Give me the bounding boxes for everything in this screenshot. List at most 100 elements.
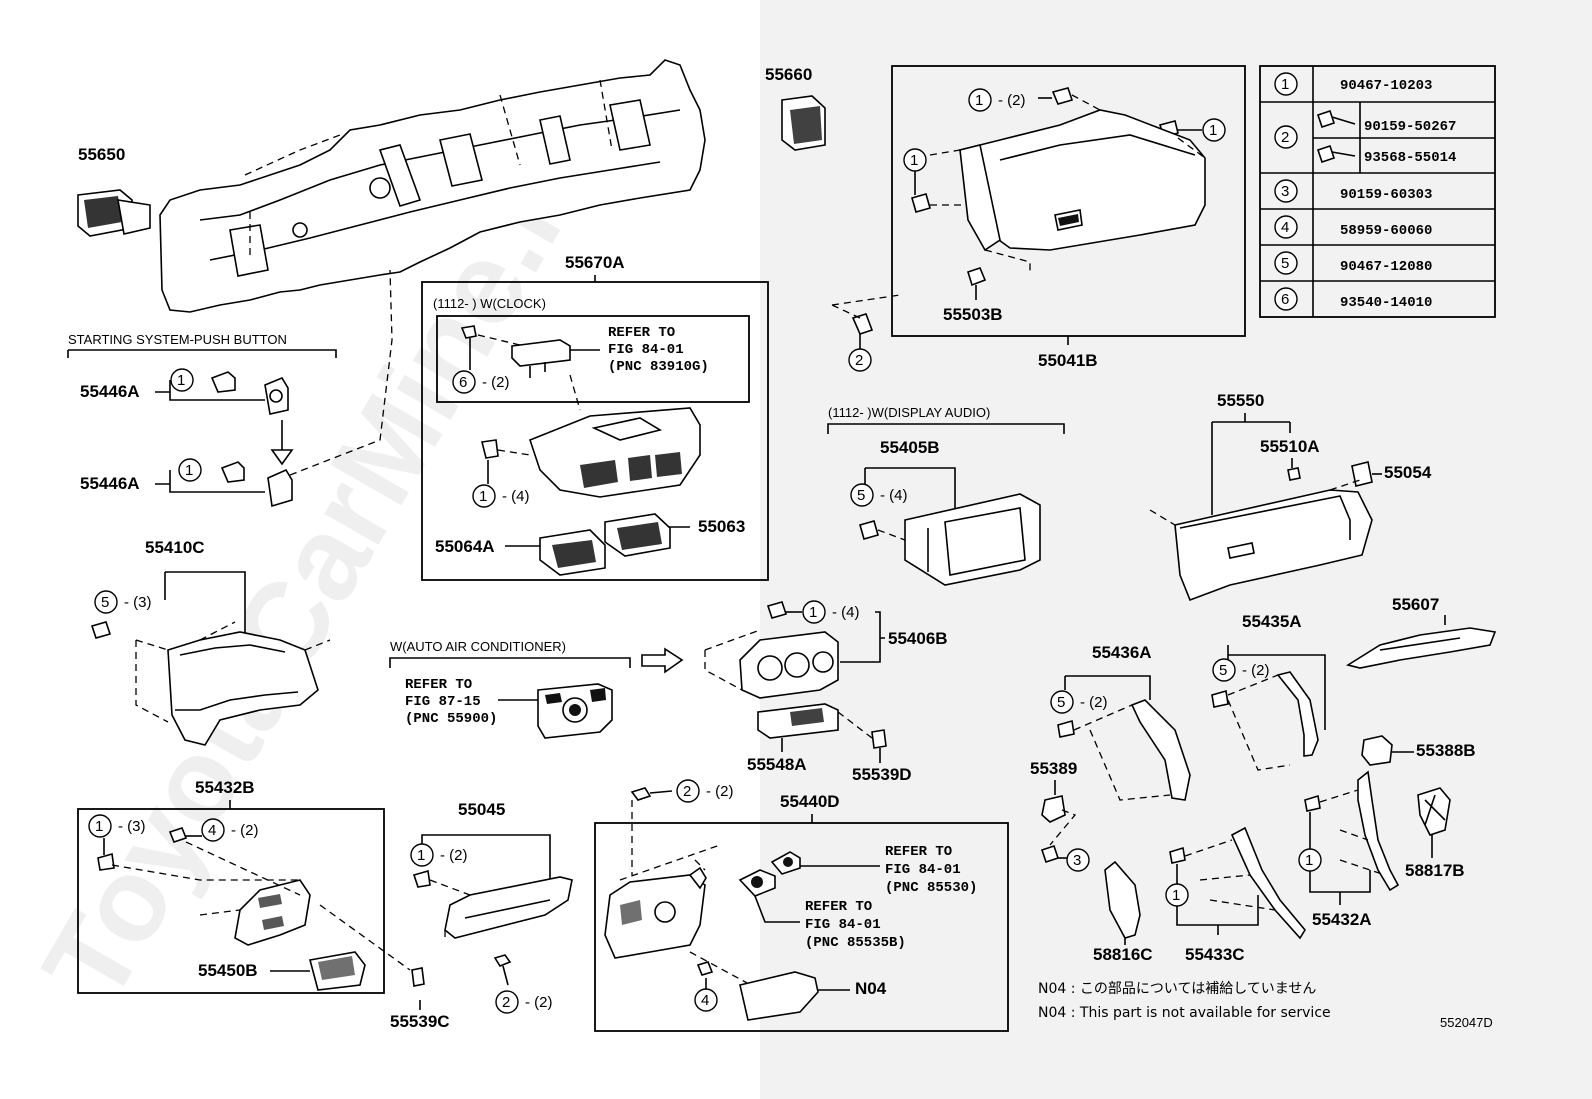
callout-5: 5: [1057, 694, 1065, 711]
part-55436a-garnish[interactable]: [1130, 699, 1191, 801]
part-screw-2c[interactable]: [851, 313, 874, 335]
label-55064a: 55064A: [435, 537, 495, 556]
part-55041b-glove-door[interactable]: [959, 109, 1206, 252]
instrument-panel-reinforcement: [159, 59, 706, 313]
part-clip-1h[interactable]: [1304, 794, 1321, 812]
part-55650[interactable]: [77, 189, 151, 237]
group-clock: [436, 315, 750, 403]
label-55446a-lower: 55446A: [80, 474, 140, 493]
label-55406b: 55406B: [888, 629, 948, 648]
part-clock[interactable]: [511, 339, 571, 378]
part-55063[interactable]: [604, 513, 671, 557]
part-55064a[interactable]: [539, 529, 606, 576]
part-55510a[interactable]: [1287, 467, 1301, 481]
qty: - (3): [124, 594, 152, 611]
callout-2: 2: [683, 783, 691, 800]
part-55432b-cover[interactable]: [234, 879, 311, 946]
label-55435a: 55435A: [1242, 612, 1302, 631]
part-55435a-garnish[interactable]: [1276, 671, 1319, 757]
callout-1: 1: [417, 847, 425, 864]
part-clip-4[interactable]: [168, 827, 188, 843]
part-push-button-switch-lower[interactable]: [220, 461, 293, 508]
part-55660[interactable]: [781, 95, 826, 151]
callout-1: 1: [95, 818, 103, 835]
callout-1: 1: [185, 462, 193, 479]
part-58816c[interactable]: [1104, 860, 1141, 939]
part-clip-1g[interactable]: [911, 193, 931, 213]
part-clip-1e[interactable]: [1051, 87, 1074, 105]
ref-clock-line3: (PNC 83910G): [608, 359, 709, 375]
callout-1: 1: [910, 152, 918, 169]
part-clip-4b[interactable]: [696, 961, 714, 976]
condition-starting-system: STARTING SYSTEM-PUSH BUTTON: [68, 332, 287, 347]
qty: - (4): [832, 604, 860, 621]
label-55041b: 55041B: [1038, 351, 1098, 370]
part-clip-1d[interactable]: [766, 601, 788, 619]
table-ref-6: 6: [1281, 291, 1289, 308]
part-socket-85530[interactable]: [770, 851, 801, 875]
part-55433c-garnish[interactable]: [1230, 826, 1306, 940]
callout-2: 2: [502, 994, 510, 1011]
label-55660: 55660: [765, 65, 812, 84]
callout-1: 1: [975, 92, 983, 109]
part-58817b[interactable]: [1417, 787, 1451, 836]
note-english: N04 : This part is not available for ser…: [1038, 1005, 1331, 1021]
part-55432a-kick-panel[interactable]: [1357, 770, 1400, 892]
part-55389[interactable]: [1041, 795, 1066, 823]
part-clip-5c[interactable]: [1211, 689, 1229, 708]
label-55436a: 55436A: [1092, 643, 1152, 662]
part-55388b[interactable]: [1361, 735, 1393, 766]
qty: - (2): [525, 994, 553, 1011]
part-55450b[interactable]: [309, 951, 366, 991]
part-55054[interactable]: [1351, 461, 1373, 487]
label-55450b: 55450B: [198, 961, 258, 980]
ref-85530-line1: REFER TO: [885, 844, 952, 860]
callout-1: 1: [1305, 852, 1313, 869]
part-clip-1i[interactable]: [1169, 846, 1186, 864]
part-socket-85535b[interactable]: [738, 869, 776, 897]
table-part-6: 93540-14010: [1340, 295, 1432, 311]
part-55440d-center-lower[interactable]: [604, 866, 707, 959]
ref-ac-line1: REFER TO: [405, 677, 472, 693]
label-55503b: 55503B: [943, 305, 1003, 324]
part-push-button-switch-upper[interactable]: [210, 371, 289, 415]
callout-4: 4: [208, 822, 216, 839]
part-55548a[interactable]: [757, 703, 839, 739]
callout-5: 5: [857, 487, 865, 504]
callout-6: 6: [459, 374, 467, 391]
part-clock-screw[interactable]: [460, 325, 477, 370]
table-part-5: 90467-12080: [1340, 259, 1432, 275]
part-clip-1b[interactable]: [97, 852, 115, 871]
qty: - (2): [706, 783, 734, 800]
part-55539d[interactable]: [871, 729, 887, 749]
label-55650: 55650: [78, 145, 125, 164]
condition-auto-ac: W(AUTO AIR CONDITIONER): [390, 639, 566, 654]
part-55607[interactable]: [1345, 627, 1497, 669]
callout-1: 1: [1172, 887, 1180, 904]
ref-85530-line3: (PNC 85530): [885, 880, 977, 896]
part-ac-control[interactable]: [537, 683, 613, 739]
part-55045-lower-panel[interactable]: [444, 876, 573, 939]
part-clip-1c[interactable]: [412, 869, 431, 888]
label-55405b: 55405B: [880, 438, 940, 457]
part-55410c-meter-hood[interactable]: [167, 631, 319, 746]
part-55503b-damper[interactable]: [967, 267, 987, 287]
part-clip-1[interactable]: [481, 439, 499, 459]
part-screw-2a[interactable]: [493, 954, 512, 986]
part-55539c[interactable]: [411, 967, 425, 987]
part-55405b-audio-bracket[interactable]: [904, 493, 1041, 586]
part-screw-3[interactable]: [1040, 844, 1060, 864]
label-55063: 55063: [698, 517, 745, 536]
label-55433c: 55433C: [1185, 945, 1245, 964]
part-center-cluster-panel[interactable]: [529, 407, 701, 498]
part-55550-glove-box[interactable]: [1174, 489, 1373, 602]
part-clip-5d[interactable]: [1057, 719, 1075, 738]
part-n04[interactable]: [739, 971, 819, 1021]
qty: - (2): [1242, 662, 1270, 679]
part-screw-2b[interactable]: [630, 787, 673, 801]
part-clip-5[interactable]: [90, 621, 112, 639]
label-58816c: 58816C: [1093, 945, 1153, 964]
part-clip-5b[interactable]: [859, 520, 879, 540]
part-55406b-heater-control[interactable]: [739, 631, 839, 699]
